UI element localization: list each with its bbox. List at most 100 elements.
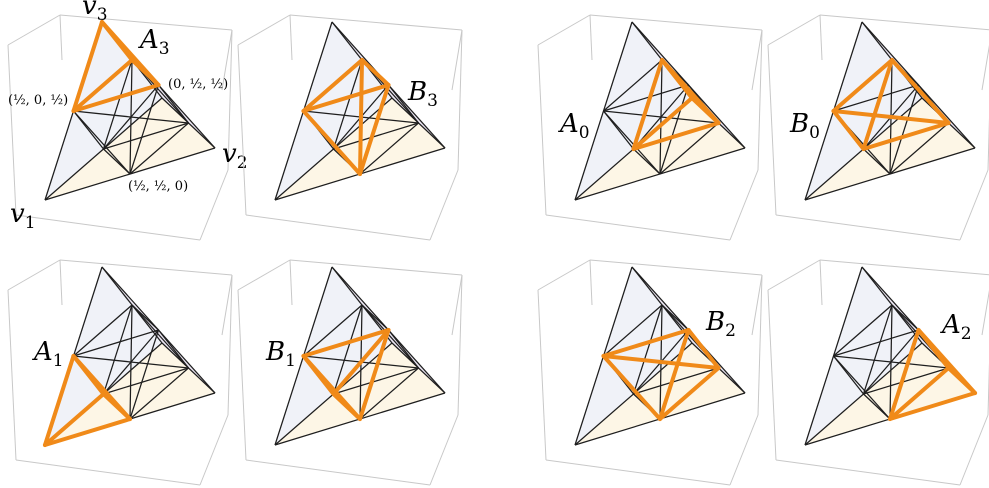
highlight-edge: [358, 58, 364, 176]
label-base: A: [558, 109, 579, 139]
highlight-edge: [686, 328, 721, 370]
wireframe-edge: [102, 59, 133, 150]
label-B2: B2: [705, 307, 736, 341]
wireframe-edge: [129, 84, 160, 175]
wireframe-edge: [103, 148, 131, 175]
wireframe-edge: [131, 304, 189, 369]
wireframe-edge: [889, 122, 949, 175]
highlight-edge: [888, 366, 951, 421]
highlight-edge: [631, 96, 694, 151]
wireframe-edge: [388, 84, 419, 124]
wireframe-edge: [603, 110, 661, 175]
bounding-box-edge: [537, 14, 591, 46]
bounding-box-edge: [775, 214, 961, 241]
wireframe-edge: [661, 304, 689, 331]
wireframe-edge: [603, 84, 689, 112]
label-B1: B1: [265, 337, 296, 371]
bounding-box-edge: [729, 414, 759, 486]
side-face: [575, 267, 692, 445]
highlight-edge: [358, 83, 391, 176]
highlight-edge: [331, 328, 391, 396]
wireframe-edge: [862, 304, 893, 395]
vertex-base: v: [82, 0, 97, 21]
panel-B3: B3: [237, 14, 463, 241]
vertex-base: v: [222, 139, 237, 169]
label-A1: A1: [32, 337, 64, 371]
bounding-box-edge: [429, 169, 459, 241]
bounding-box-edge: [819, 14, 823, 61]
highlight-edge: [601, 328, 691, 358]
side-face: [575, 22, 692, 200]
wireframe-edge: [388, 329, 419, 369]
highlight-edge: [890, 58, 951, 125]
bounding-box-edge: [775, 459, 961, 486]
highlight-edge: [631, 121, 721, 151]
highlight-edge: [631, 58, 664, 151]
label-B0: B0: [789, 109, 820, 143]
bounding-box-edge: [429, 414, 459, 486]
bounding-box-edge: [537, 259, 591, 291]
panel-B2: B2: [537, 259, 763, 486]
wireframe-edge: [102, 304, 133, 395]
wireframe-edge: [332, 59, 363, 150]
bounding-box-edge: [227, 29, 233, 171]
highlight-edge: [660, 58, 721, 125]
wireframe-edge: [73, 329, 159, 357]
wireframe-edge: [891, 304, 919, 331]
wireframe-edge: [361, 304, 389, 331]
bounding-box-edge: [289, 14, 293, 61]
highlight-edge: [861, 121, 951, 151]
wireframe-edge: [131, 304, 159, 331]
label-subscript: 0: [579, 123, 590, 143]
wireframe-edge: [889, 84, 920, 175]
wireframe-edge: [833, 304, 893, 357]
highlight-edge: [360, 58, 391, 87]
bounding-box-edge: [7, 289, 17, 461]
bounding-box-edge: [589, 259, 593, 306]
label-base: A: [940, 310, 961, 340]
vertex-label-v3: v3: [82, 0, 108, 25]
wireframe-edge: [833, 355, 864, 395]
bounding-box-edge: [221, 29, 233, 91]
bounding-box-edge: [15, 459, 201, 486]
bounding-box-edge: [589, 259, 763, 276]
highlight-edge: [43, 354, 76, 447]
highlight-edge: [888, 391, 977, 421]
bounding-box-edge: [289, 14, 463, 31]
wireframe-edge: [73, 110, 131, 175]
bounding-box-edge: [537, 289, 547, 461]
highlight-edge: [301, 58, 364, 113]
wireframe-edge: [103, 122, 189, 150]
bounding-box-edge: [457, 29, 463, 171]
highlight-edge: [831, 109, 866, 151]
bounding-box-edge: [819, 259, 989, 276]
wireframe-edge: [158, 84, 189, 124]
label-subscript: 2: [725, 321, 736, 341]
bounding-box-edge: [451, 274, 463, 336]
bounding-box-edge: [237, 44, 247, 216]
bounding-box-edge: [589, 14, 593, 61]
highlight-edge: [71, 58, 134, 113]
bounding-box-edge: [199, 169, 229, 241]
highlight-edge: [100, 20, 134, 62]
label-subscript: 0: [809, 123, 820, 143]
wireframe-edge: [303, 304, 363, 357]
wireframe-edge: [129, 304, 133, 420]
bounding-box-edge: [237, 259, 291, 291]
highlight-edge: [601, 354, 662, 421]
panel-A0: A0: [537, 14, 763, 241]
bounding-box-edge: [245, 214, 431, 241]
wireframe-edge: [129, 329, 160, 420]
bounding-box-edge: [819, 259, 823, 306]
wireframe-edge: [603, 304, 663, 357]
bounding-box-edge: [59, 14, 233, 31]
label-subscript: 1: [53, 351, 64, 371]
bounding-box-edge: [15, 214, 201, 241]
bounding-box-edge: [289, 259, 463, 276]
label-A3: A3: [138, 25, 170, 59]
wireframe-edge: [333, 367, 419, 395]
highlight-edge: [831, 109, 951, 125]
highlight-edge: [601, 354, 721, 370]
